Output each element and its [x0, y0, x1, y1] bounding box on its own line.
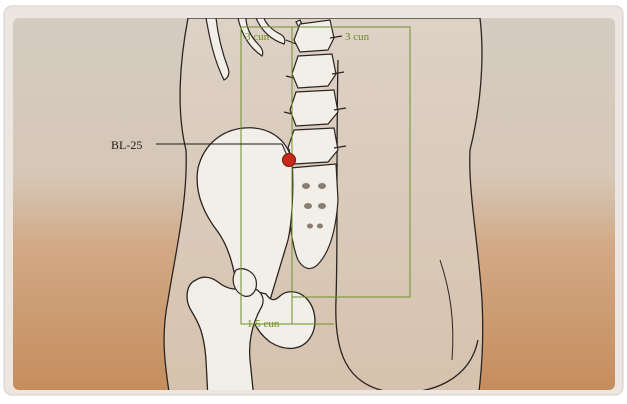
- bl25-point[interactable]: [283, 154, 296, 167]
- measure-1-5cun: 1.5 cun: [247, 318, 280, 330]
- measure-3cun-right: 3 cun: [345, 31, 370, 43]
- bl25-label: BL-25: [111, 138, 142, 152]
- measure-3cun-left: 3 cun: [245, 31, 270, 43]
